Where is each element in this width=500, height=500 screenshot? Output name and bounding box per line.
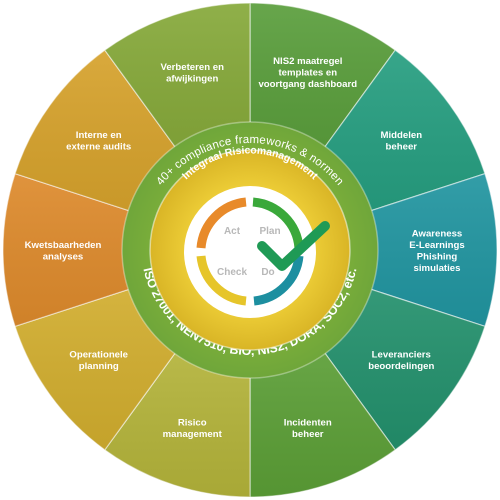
segment-label-line: NIS2 maatregel [273, 56, 342, 67]
segment-label-line: templates en [278, 68, 337, 79]
pdca-arc-check [196, 255, 247, 306]
segment-label-line: beheer [292, 429, 324, 440]
segment-label-line: Leveranciers [372, 350, 431, 361]
segment-label-line: analyses [43, 251, 84, 262]
segment-label-line: Verbeteren en [160, 62, 224, 73]
pdca-arc-do [253, 255, 304, 306]
segment-label-line: afwijkingen [166, 73, 218, 84]
pdca-arc-act [196, 197, 247, 249]
checkmark-icon [257, 221, 330, 271]
segment-shade-8 [15, 50, 176, 212]
segment-label-line: Interne en [76, 130, 122, 141]
segment-label-line: planning [79, 361, 119, 372]
risk-management-ring-edge [149, 149, 351, 351]
segment-label-line: beheer [386, 141, 418, 152]
segment-label-line: beoordelingen [368, 361, 434, 372]
segment-label-line: E-Learnings [409, 240, 464, 251]
segment-label-line: Kwetsbaarheden [25, 240, 102, 251]
pdca-arc-plan [252, 197, 304, 249]
segment-shade-3 [324, 288, 485, 450]
segment-shade-7 [2, 173, 131, 327]
segment-shade-5 [104, 351, 250, 497]
segment-label-line: externe audits [66, 141, 131, 152]
frameworks-ring-edge [121, 121, 379, 379]
segment-shade-6 [15, 288, 176, 450]
pdca-check-label: Check [217, 267, 247, 278]
segment-label-line: management [163, 429, 223, 440]
segment-label-line: Awareness [412, 228, 463, 239]
segment-shade-1 [324, 50, 485, 212]
segment-label-line: Incidenten [284, 418, 332, 429]
segment-shade-0 [250, 3, 396, 149]
segment-label-line: Risico [178, 418, 207, 429]
segment-label-line: Middelen [380, 130, 422, 141]
segment-shade-2 [369, 173, 497, 327]
pdca-cycle: Act Plan Check Do [196, 197, 304, 306]
segment-label-line: Operationele [69, 350, 128, 361]
segment-label-line: Phishing [417, 251, 458, 262]
segment-shade-9 [104, 3, 250, 149]
pdca-act-label: Act [224, 226, 241, 237]
segment-label-line: simulaties [414, 263, 461, 274]
segment-label-line: voortgang dashboard [258, 79, 357, 90]
pdca-plan-label: Plan [259, 226, 280, 237]
segment-shade-4 [250, 351, 396, 497]
pdca-do-label: Do [261, 267, 274, 278]
